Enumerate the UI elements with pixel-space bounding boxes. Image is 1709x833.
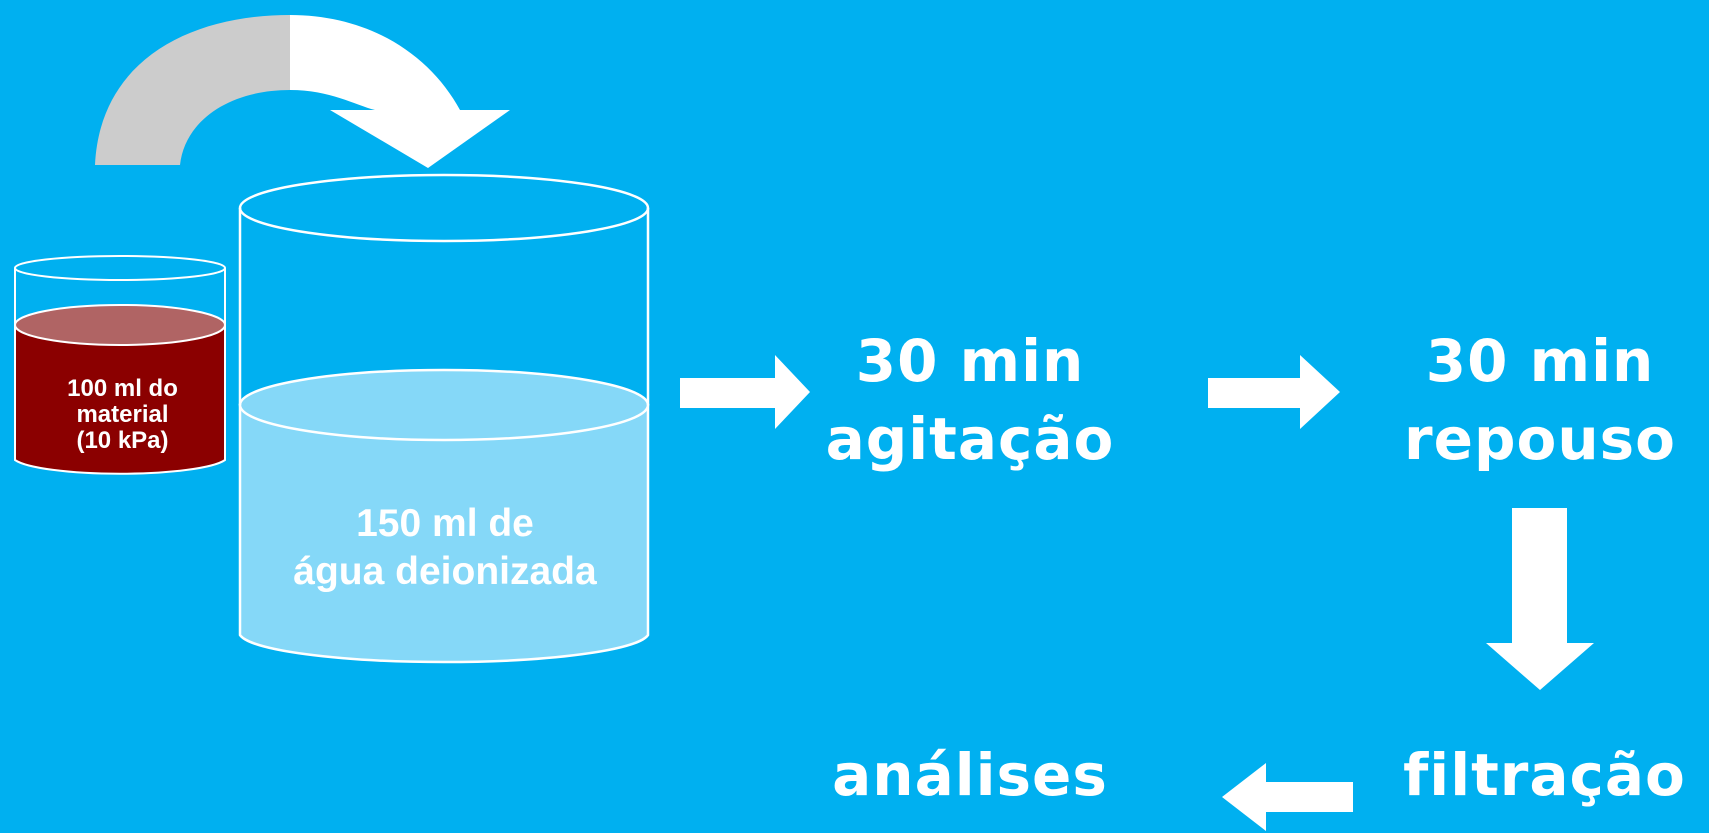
- pour-arrow-head: [330, 110, 510, 168]
- step-duration: 30 min: [1425, 327, 1655, 395]
- small-beaker: [14, 255, 226, 475]
- step-duration: 30 min: [855, 327, 1085, 395]
- pour-arrow-icon: [95, 15, 510, 168]
- small-beaker-label-line: material: [76, 401, 169, 428]
- step-rest: 30 min repouso: [1380, 310, 1700, 490]
- small-beaker-label-line: (10 kPa): [76, 427, 169, 454]
- down-arrow-icon: [1486, 508, 1594, 690]
- pour-arrow-front-band: [290, 15, 460, 110]
- large-beaker-water: [238, 403, 650, 664]
- small-beaker-material-surface: [14, 304, 226, 346]
- step-analysis: análises: [820, 725, 1120, 825]
- large-beaker-label-line: água deionizada: [293, 550, 597, 593]
- large-beaker-label: 150 ml de água deionizada: [240, 488, 650, 608]
- large-beaker-label-line: 150 ml de: [356, 502, 534, 545]
- step-agitation: 30 min agitação: [810, 310, 1130, 490]
- step-action: agitação: [825, 405, 1115, 473]
- step-action: repouso: [1404, 405, 1676, 473]
- step-filtration: filtração: [1380, 725, 1709, 825]
- small-beaker-label-line: 100 ml do: [67, 375, 178, 402]
- step-action: filtração: [1403, 741, 1686, 809]
- small-beaker-material: [14, 324, 226, 475]
- large-beaker: [238, 173, 650, 664]
- step-action: análises: [832, 741, 1108, 809]
- small-beaker-rim: [14, 255, 226, 281]
- left-arrow-icon: [1222, 763, 1353, 831]
- right-arrow-icon: [1208, 355, 1340, 429]
- pour-arrow-back-band: [95, 15, 290, 165]
- small-beaker-label: 100 ml do material (10 kPa): [15, 350, 230, 480]
- large-beaker-rim: [238, 173, 650, 243]
- right-arrow-icon: [680, 355, 810, 429]
- large-beaker-water-surface: [238, 368, 650, 442]
